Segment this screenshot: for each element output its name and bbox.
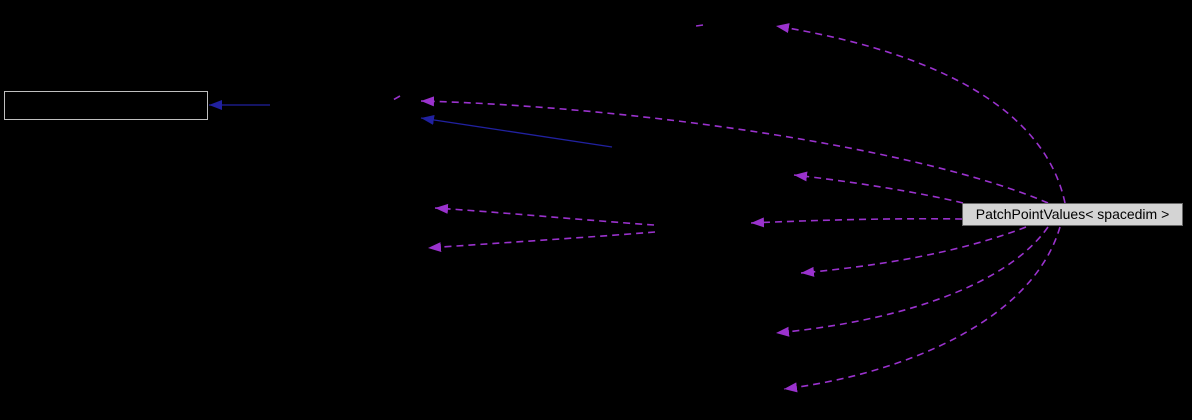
usage-edge — [800, 226, 1027, 277]
usage-edge — [695, 24, 704, 27]
edge-layer — [209, 23, 1066, 393]
usage-edge — [775, 226, 1049, 337]
inheritance-edge — [420, 115, 613, 148]
usage-edge — [434, 203, 655, 226]
usage-edge — [420, 96, 1049, 204]
node-patch-point-values[interactable]: PatchPointValues< spacedim > — [962, 203, 1183, 226]
usage-edge — [392, 95, 401, 101]
node-unlabeled-base-class[interactable] — [4, 91, 208, 120]
usage-edge — [783, 226, 1061, 393]
usage-edge — [750, 217, 963, 228]
usage-edge — [775, 23, 1066, 204]
usage-edge — [793, 171, 964, 204]
usage-edge — [427, 231, 656, 253]
